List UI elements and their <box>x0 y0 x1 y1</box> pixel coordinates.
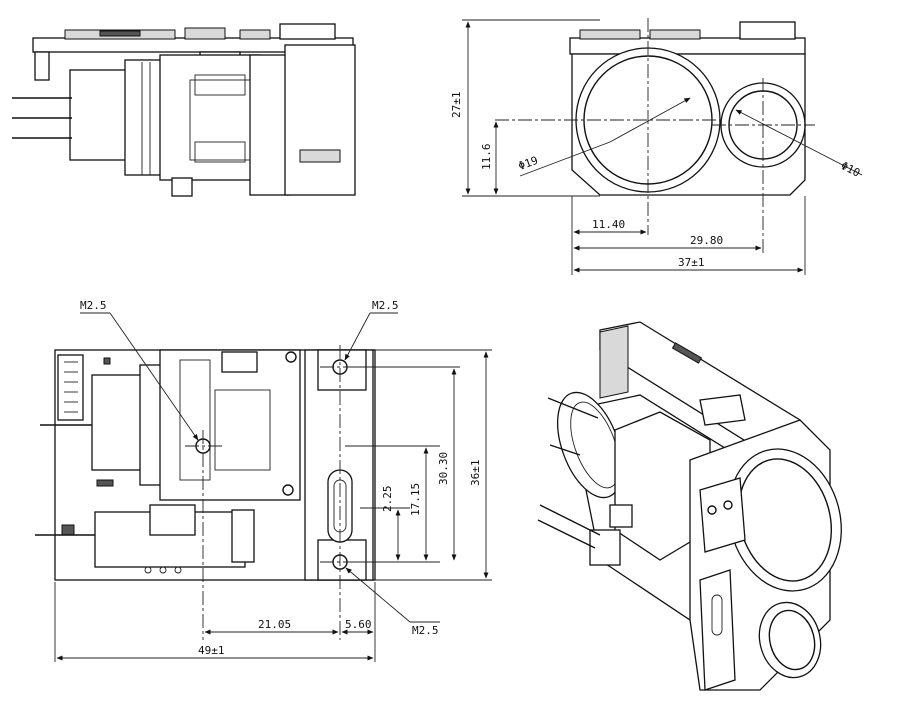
hole-label-bottom: M2.5 <box>412 624 439 637</box>
top-length-dim: 49±1 <box>198 644 225 657</box>
dim-2-25: 2.25 <box>381 486 394 513</box>
front-width-dim: 37±1 <box>678 256 705 269</box>
isometric-view <box>537 321 842 691</box>
side-view <box>12 23 356 197</box>
hole-label-left: M2.5 <box>80 299 107 312</box>
top-view: M2.5 M2.5 M2.5 2.25 17.15 30.30 36±1 21.… <box>35 299 492 662</box>
front-view: Φ19 Φ10 27±1 11.6 11.40 29.80 37±1 <box>450 18 862 275</box>
axis-height-dim: 11.6 <box>480 144 493 171</box>
front-height-dim: 27±1 <box>450 92 463 119</box>
axis-offset-2-dim: 29.80 <box>690 234 723 247</box>
small-lens-diameter-label: Φ10 <box>839 159 863 180</box>
hole-label-top: M2.5 <box>372 299 399 312</box>
main-lens-diameter-label: Φ19 <box>517 154 540 173</box>
dim-30-30: 30.30 <box>437 452 450 485</box>
axis-offset-1-dim: 11.40 <box>592 218 625 231</box>
dim-5-60: 5.60 <box>345 618 372 631</box>
dim-17-15: 17.15 <box>409 483 422 516</box>
top-height-dim: 36±1 <box>469 460 482 487</box>
dim-21-05: 21.05 <box>258 618 291 631</box>
